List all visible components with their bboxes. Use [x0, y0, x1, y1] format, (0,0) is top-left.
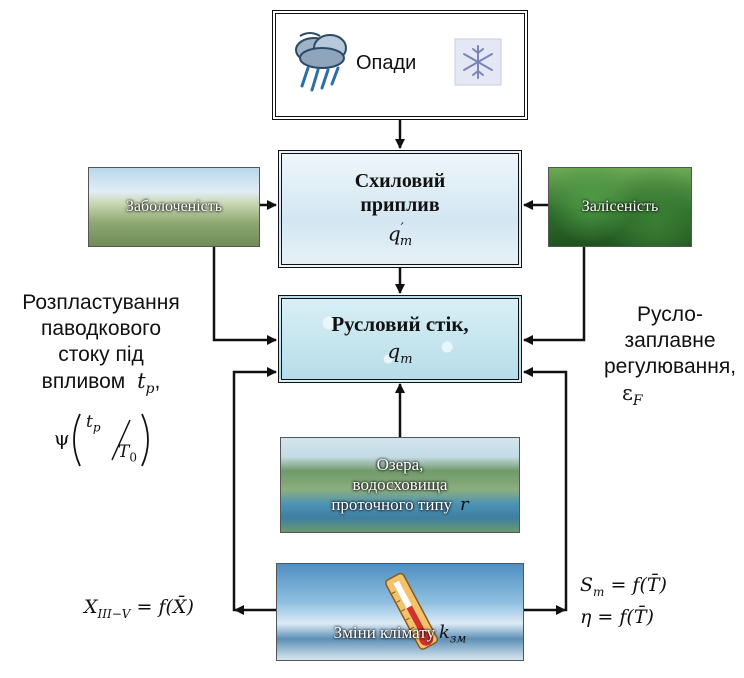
left-line2: паводкового [40, 317, 162, 340]
arrow-swamp-to-channel [212, 247, 277, 345]
climate-label-row: Зміни клімату kзм [277, 622, 523, 646]
left-line3: стоку під [58, 343, 144, 366]
left-tp: tp [137, 369, 154, 397]
right-line1: Русло- [637, 303, 703, 326]
right-line2: заплавне [624, 329, 716, 352]
slope-inflow-symbol-sub: m [399, 234, 413, 250]
slope-inflow-symbol: q′m [388, 221, 412, 250]
precipitation-label: Опади [356, 52, 417, 74]
arrow-climate-right-loop [523, 367, 568, 612]
psi-symbol: ψ [54, 426, 70, 450]
arrow-climate-left-head [234, 605, 244, 615]
channel-flow-symbol-base: q [387, 338, 401, 363]
slope-inflow-title-line2: приплив [360, 193, 440, 216]
left-line4: впливом [41, 370, 126, 393]
climate-label: Зміни клімату [333, 623, 435, 642]
psi-den: T0 [118, 442, 137, 464]
right-eps-base: ε [622, 381, 633, 405]
psi-num: tp [86, 412, 101, 434]
left-description: Розпластування паводкового стоку під впл… [6, 290, 196, 402]
slope-inflow-box: Схиловий приплив q′m [278, 150, 522, 268]
left-tp-sub: p [145, 381, 155, 398]
psi-den-base: T [118, 442, 130, 462]
right-line3: регулювання, [603, 355, 737, 378]
psi-num-sub: p [92, 420, 101, 435]
psi-den-sub: 0 [129, 450, 137, 465]
arrow-climate-right-head [556, 605, 566, 615]
equation-left: XIII−V = f(X̄) [84, 596, 194, 621]
channel-flow-symbol: qm [387, 339, 412, 367]
left-comma: , [154, 370, 161, 393]
channel-flow-box: Русловий стік, qm [278, 295, 522, 383]
slope-inflow-symbol-prime: ′ [400, 220, 404, 237]
equation-right-2: η = f(T̄) [580, 606, 654, 628]
channel-flow-title: Русловий стік, [331, 311, 469, 336]
equation-right1-base: S [580, 574, 594, 596]
precipitation-box: Опади [272, 10, 528, 120]
swampiness-label: Заболоченість [125, 198, 223, 215]
equation-right-1: Sm = f(T̄) [580, 574, 667, 599]
psi-num-base: t [86, 412, 93, 432]
equation-right1-rhs: = f(T̄) [604, 574, 667, 596]
left-line4-row: впливом tp, [6, 368, 196, 402]
arrow-forest-to-channel [523, 247, 586, 345]
psi-formula: ψ tp T0 [54, 410, 164, 470]
left-tp-base: t [137, 369, 146, 393]
lakes-line1: Озера, [376, 454, 424, 474]
lakes-line3-row: проточного типу r [331, 493, 469, 516]
lakes-line2: водосховища [352, 474, 448, 494]
lakes-line3: проточного типу [331, 494, 453, 514]
slope-inflow-title-line1: Схиловий [354, 169, 446, 192]
climate-symbol: kзм [438, 622, 467, 646]
left-line1: Розпластування [22, 291, 180, 314]
climate-photo: Зміни клімату kзм [276, 563, 524, 661]
equation-right1-sub: m [593, 584, 605, 599]
lakes-photo: Озера, водосховища проточного типу r [280, 437, 520, 533]
forest-cover-label: Залісеність [581, 198, 659, 215]
psi-parens [73, 413, 149, 467]
equation-left-rhs: = f(X̄) [130, 596, 194, 618]
equation-left-base: X [84, 596, 98, 618]
right-description: Русло- заплавне регулювання, εF [600, 302, 740, 414]
equation-left-sub: III−V [97, 606, 131, 621]
lakes-symbol: r [460, 493, 469, 515]
forest-cover-photo: Залісеність [548, 167, 692, 247]
climate-symbol-base: k [438, 622, 450, 643]
rain-cloud-icon [295, 32, 347, 92]
swampiness-photo: Заболоченість [88, 167, 260, 247]
right-eps-sub: F [632, 393, 643, 410]
right-eps: εF [600, 380, 740, 414]
snowflake-icon [454, 38, 502, 86]
thermometer-icon [385, 572, 439, 650]
climate-symbol-sub: зм [449, 631, 467, 646]
slope-inflow-symbol-base: q [387, 221, 401, 246]
arrow-climate-left-loop [232, 367, 277, 612]
channel-flow-symbol-sub: m [400, 351, 413, 367]
